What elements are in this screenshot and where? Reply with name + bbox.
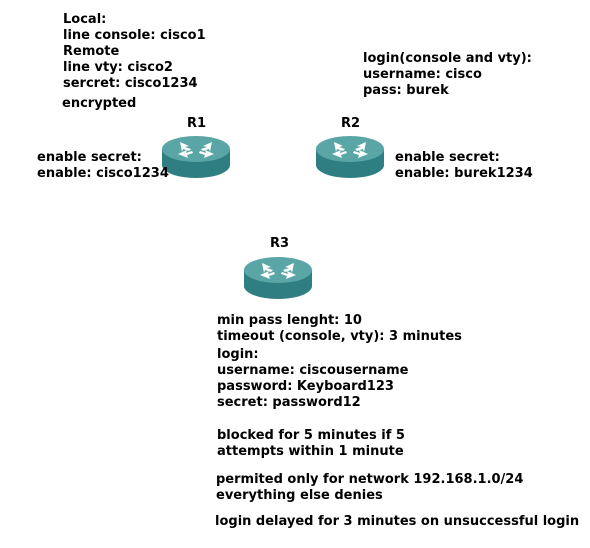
r1-enable-notes: enable secret: enable: cisco1234 (37, 150, 169, 181)
r3-login-notes: login: username: ciscousername password:… (217, 347, 409, 410)
r3-permitted-note: permited only for network 192.168.1.0/24… (216, 472, 524, 503)
r1-note-line: line vty: cisco2 (63, 60, 173, 75)
r3-policy-notes: min pass lenght: 10 timeout (console, vt… (217, 313, 462, 344)
r1-note-line: Remote (63, 44, 120, 59)
r1-label: R1 (187, 116, 207, 131)
router-r1-icon[interactable] (160, 133, 232, 179)
r1-note-line: Local: (63, 12, 107, 27)
r2-enable-notes: enable secret: enable: burek1234 (395, 150, 533, 181)
r1-local-remote-notes: Local: line console: cisco1 Remote line … (63, 12, 206, 92)
r3-blocked-note: blocked for 5 minutes if 5 attempts with… (217, 428, 405, 459)
r1-encrypted-note: encrypted (62, 96, 137, 111)
r2-login-notes: login(console and vty): username: cisco … (363, 51, 532, 98)
r3-delay-note: login delayed for 3 minutes on unsuccess… (215, 514, 580, 529)
r2-label: R2 (341, 116, 361, 131)
r1-note-line: line console: cisco1 (63, 28, 206, 43)
router-r2-icon[interactable] (314, 133, 386, 179)
router-r3-icon[interactable] (242, 254, 314, 300)
r1-note-line: sercret: cisco1234 (63, 76, 198, 91)
r3-label: R3 (270, 236, 290, 251)
